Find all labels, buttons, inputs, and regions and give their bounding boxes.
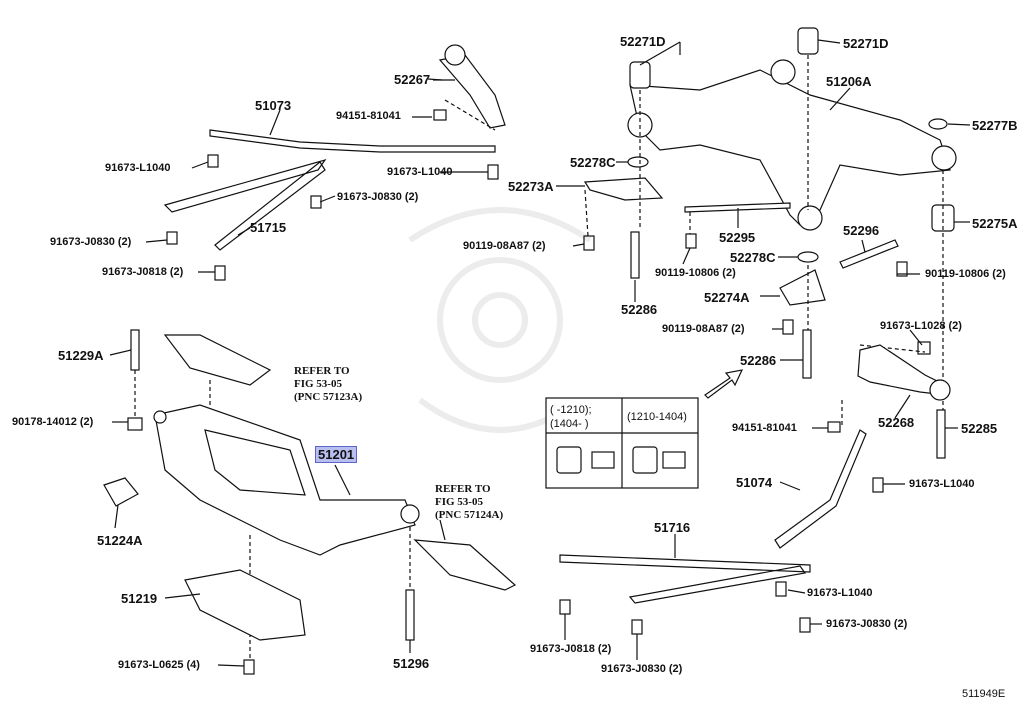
brace-51715 bbox=[163, 158, 327, 251]
label-91673-L1040-a[interactable]: 91673-L1040 bbox=[105, 162, 171, 174]
mount-52273A bbox=[583, 177, 664, 201]
bolt-set-rear bbox=[583, 231, 946, 459]
nut-90178 bbox=[127, 417, 143, 431]
table-header-early: ( -1210); bbox=[550, 404, 592, 416]
refer-note-57123A-line3: (PNC 57123A) bbox=[294, 391, 363, 403]
label-90119-08A87-b[interactable]: 90119-08A87 (2) bbox=[662, 323, 745, 335]
refer-note-57123A-line1: REFER TO bbox=[294, 365, 350, 377]
inset-table-frame bbox=[545, 397, 699, 489]
bolt-91673-L0625 bbox=[243, 659, 255, 675]
label-51206A[interactable]: 51206A bbox=[826, 74, 872, 89]
table-header-mid: (1210-1404) bbox=[627, 411, 687, 423]
label-91673-J0830-a[interactable]: 91673-J0830 (2) bbox=[337, 191, 419, 203]
label-91673-L1028[interactable]: 91673-L1028 (2) bbox=[880, 320, 962, 332]
refer-note-57124A[interactable]: REFER TO FIG 53-05 (PNC 57124A) bbox=[435, 483, 503, 522]
label-90178-14012[interactable]: 90178-14012 (2) bbox=[12, 416, 94, 428]
label-52278C-b[interactable]: 52278C bbox=[730, 250, 776, 265]
label-91673-J0818-a[interactable]: 91673-J0818 (2) bbox=[102, 266, 184, 278]
label-52296[interactable]: 52296 bbox=[843, 223, 880, 238]
label-52275A[interactable]: 52275A bbox=[972, 216, 1018, 231]
label-51201-highlighted[interactable]: 51201 bbox=[315, 446, 358, 463]
label-91673-J0830-d[interactable]: 91673-J0830 (2) bbox=[826, 618, 908, 630]
label-52274A[interactable]: 52274A bbox=[704, 290, 750, 305]
label-51073[interactable]: 51073 bbox=[255, 98, 292, 113]
label-51716[interactable]: 51716 bbox=[654, 520, 691, 535]
link-52295 bbox=[684, 202, 791, 213]
label-91673-L1040-d[interactable]: 91673-L1040 bbox=[807, 587, 873, 599]
label-52278C-a[interactable]: 52278C bbox=[570, 155, 616, 170]
label-52268[interactable]: 52268 bbox=[878, 415, 915, 430]
label-94151-81041-b[interactable]: 94151-81041 bbox=[732, 422, 797, 434]
label-90119-10806-b[interactable]: 90119-10806 (2) bbox=[925, 268, 1006, 280]
label-52286-a[interactable]: 52286 bbox=[621, 302, 658, 317]
rear-crossmember-51206A bbox=[629, 69, 951, 226]
label-51219[interactable]: 51219 bbox=[121, 591, 158, 606]
bracket-52267 bbox=[438, 54, 506, 129]
leader-lines bbox=[109, 39, 971, 667]
label-90119-08A87-a[interactable]: 90119-08A87 (2) bbox=[463, 240, 546, 252]
bushing-set-rear bbox=[627, 27, 955, 263]
bracket-57124A bbox=[413, 539, 517, 591]
refer-note-57123A-line2: FIG 53-05 bbox=[294, 378, 342, 390]
link-52296 bbox=[839, 239, 899, 269]
mount-52274A bbox=[779, 269, 826, 306]
label-94151-81041-a[interactable]: 94151-81041 bbox=[336, 110, 401, 122]
label-51074[interactable]: 51074 bbox=[736, 475, 773, 490]
direction-arrow bbox=[704, 369, 744, 399]
guide-lines bbox=[134, 55, 944, 660]
refer-note-57124A-line2: FIG 53-05 bbox=[435, 496, 483, 508]
bolt-51229A bbox=[130, 329, 140, 371]
label-51224A[interactable]: 51224A bbox=[97, 533, 143, 548]
label-51715[interactable]: 51715 bbox=[250, 220, 287, 235]
bracket-57123A bbox=[163, 334, 272, 386]
brace-51073 bbox=[209, 129, 496, 153]
label-91673-L1040-c[interactable]: 91673-L1040 bbox=[909, 478, 975, 490]
label-91673-J0830-c[interactable]: 91673-J0830 (2) bbox=[601, 663, 683, 675]
bolt-51296 bbox=[405, 589, 415, 641]
label-52273A[interactable]: 52273A bbox=[508, 179, 554, 194]
refer-note-57124A-line3: (PNC 57124A) bbox=[435, 509, 504, 521]
refer-note-57123A[interactable]: REFER TO FIG 53-05 (PNC 57123A) bbox=[294, 365, 362, 404]
diagram-id: 511949E bbox=[962, 688, 1006, 700]
label-52267[interactable]: 52267 bbox=[394, 72, 431, 87]
label-52295[interactable]: 52295 bbox=[719, 230, 756, 245]
cover-51219 bbox=[184, 569, 306, 641]
label-52271D-a[interactable]: 52271D bbox=[620, 34, 666, 49]
table-header-late: (1404- ) bbox=[550, 418, 589, 430]
plate-51224A bbox=[103, 477, 139, 507]
label-52277B[interactable]: 52277B bbox=[972, 118, 1018, 133]
brace-51716 bbox=[559, 554, 811, 604]
refer-note-57124A-line1: REFER TO bbox=[435, 483, 491, 495]
label-91673-J0818-b[interactable]: 91673-J0818 (2) bbox=[530, 643, 612, 655]
label-52286-b[interactable]: 52286 bbox=[740, 353, 777, 368]
brace-51074 bbox=[774, 429, 867, 549]
label-51296[interactable]: 51296 bbox=[393, 656, 430, 671]
label-51229A[interactable]: 51229A bbox=[58, 348, 104, 363]
label-91673-L0625[interactable]: 91673-L0625 (4) bbox=[118, 659, 200, 671]
label-91673-J0830-b[interactable]: 91673-J0830 (2) bbox=[50, 236, 132, 248]
label-90119-10806-a[interactable]: 90119-10806 (2) bbox=[655, 267, 736, 279]
label-91673-L1040-b[interactable]: 91673-L1040 bbox=[387, 166, 453, 178]
label-52271D-b[interactable]: 52271D bbox=[843, 36, 889, 51]
label-52285[interactable]: 52285 bbox=[961, 421, 998, 436]
